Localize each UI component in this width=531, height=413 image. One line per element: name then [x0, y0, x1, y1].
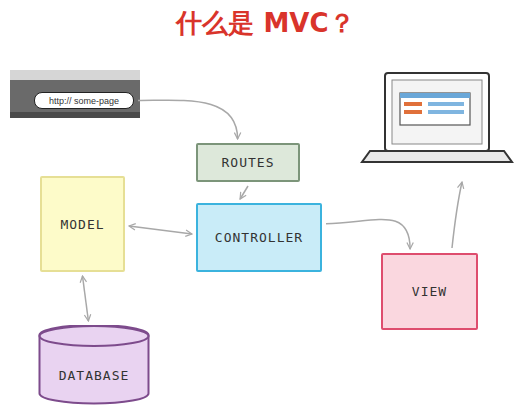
controller-box: CONTROLLER — [196, 203, 322, 272]
cylinder-outline — [38, 325, 150, 405]
node-label: CONTROLLER — [215, 230, 303, 245]
flow-arrow — [326, 219, 410, 249]
node-label: DATABASE — [59, 368, 130, 383]
view-box: VIEW — [381, 253, 478, 330]
flow-arrow — [129, 226, 192, 234]
model-box: MODEL — [40, 176, 125, 272]
diagram-title: 什么是 MVC？ — [0, 6, 531, 41]
flow-arrow — [240, 186, 248, 199]
laptop-icon — [362, 73, 512, 162]
routes-box: ROUTES — [196, 143, 300, 182]
flow-arrow — [83, 276, 89, 321]
node-label: VIEW — [412, 284, 447, 299]
flow-arrow — [138, 100, 238, 139]
node-label: ROUTES — [222, 155, 275, 170]
node-label: MODEL — [60, 217, 104, 232]
node-label: http:// some-page — [49, 96, 119, 106]
view-to-screen-arrow — [452, 182, 462, 248]
url-field: http:// some-page — [34, 92, 134, 109]
database-cylinder: DATABASE — [38, 325, 150, 405]
browser-address-bar — [10, 70, 140, 118]
